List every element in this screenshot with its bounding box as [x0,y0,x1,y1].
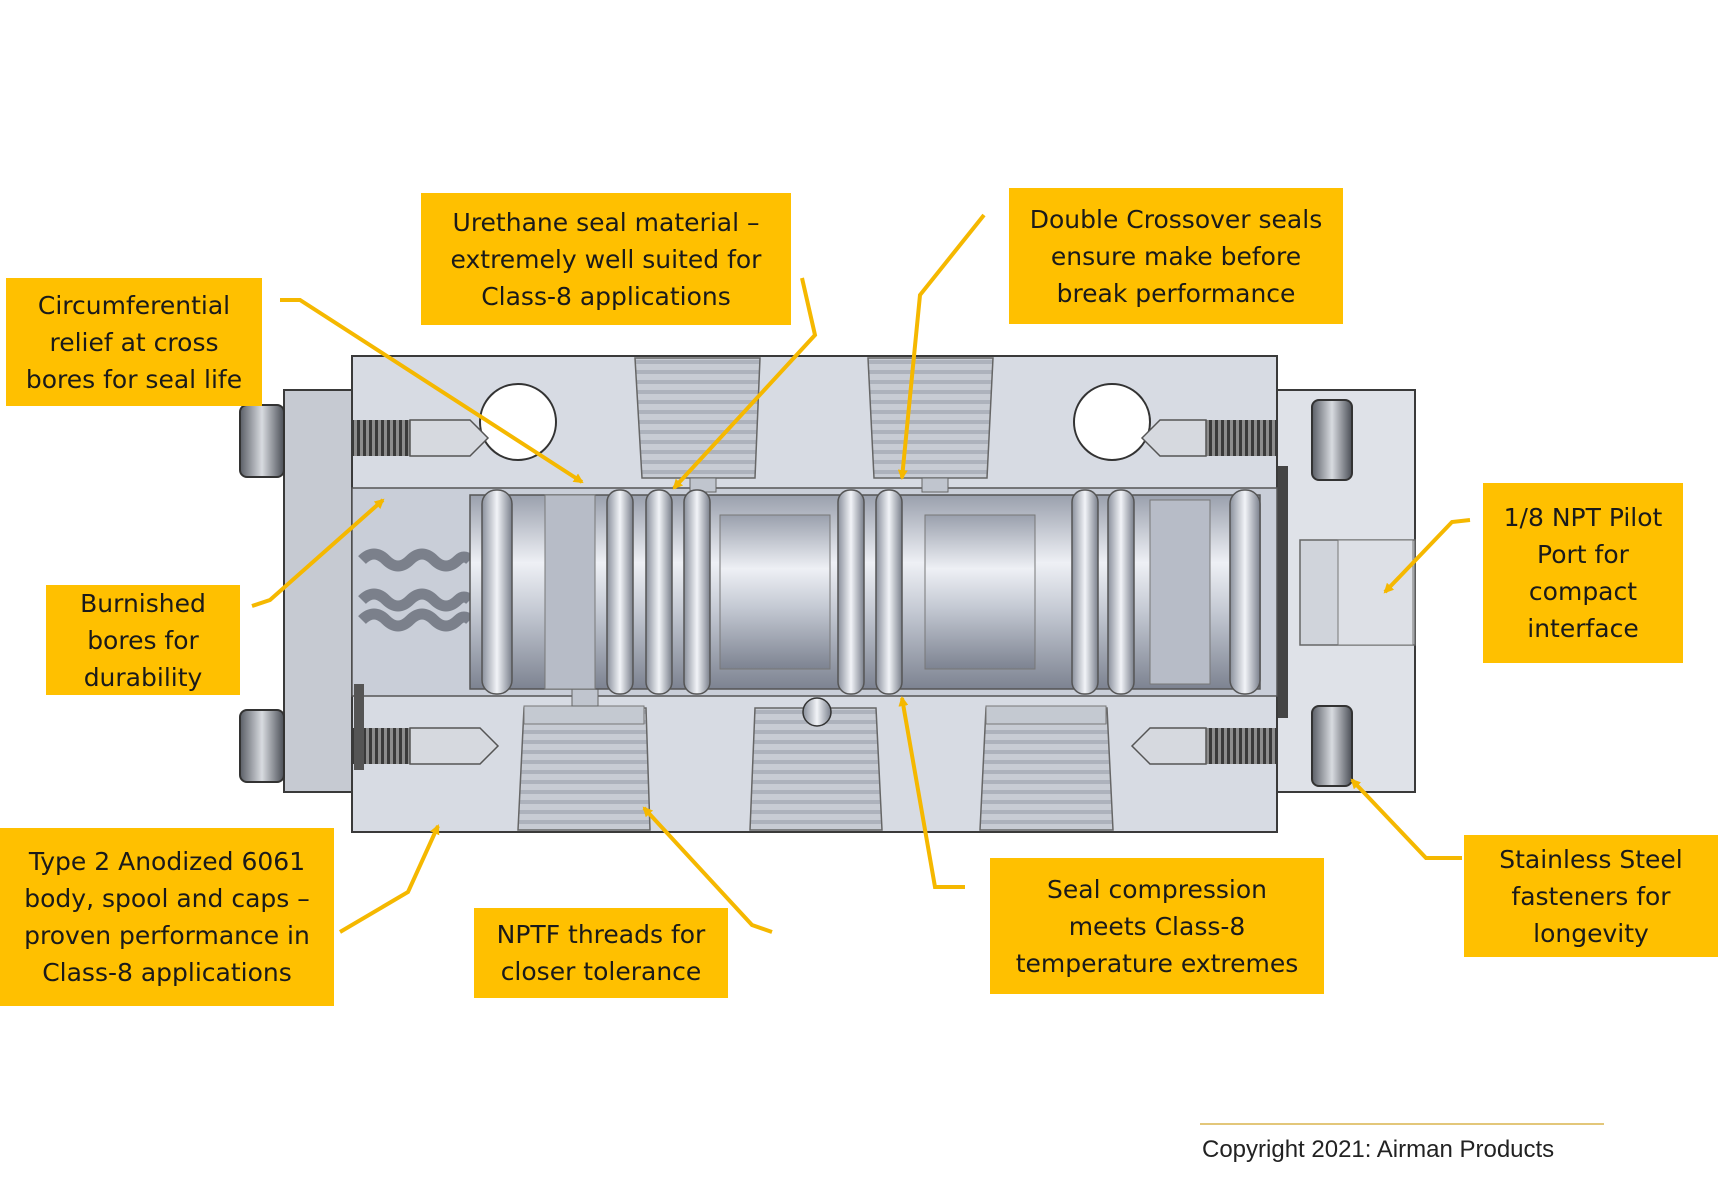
callout-line: Type 2 Anodized 6061 [28,847,306,876]
callout-line: relief at cross [49,327,219,357]
callout-line: Class-8 applications [481,281,731,311]
callout-line: body, spool and caps – [24,884,310,913]
callout-line: durability [83,662,203,692]
callout-line: bores for seal life [25,364,243,394]
callout-line: fasteners for [1511,881,1671,911]
callout-line: extremely well suited for [450,244,762,274]
callout-line: Seal compression [1047,874,1267,904]
callout-line: Urethane seal material – [452,207,760,237]
callout-line: longevity [1533,918,1649,948]
callout-line: 1/8 NPT Pilot [1503,503,1663,532]
spool [469,494,1261,690]
callout-type2-anodized: Type 2 Anodized 6061 body, spool and cap… [0,828,334,1006]
callout-line: interface [1527,614,1639,643]
callout-line: temperature extremes [1015,948,1299,978]
callout-line: Stainless Steel [1499,844,1683,874]
top-threaded-ports [634,357,994,493]
left-cap-bolt-heads [239,404,285,783]
callout-line: meets Class-8 [1068,911,1246,941]
left-end-cap [283,389,353,793]
callout-line: Double Crossover seals [1029,204,1323,234]
callout-seal-compression: Seal compression meets Class-8 temperatu… [990,858,1324,994]
callout-line: closer tolerance [500,957,702,986]
callout-urethane-seal: Urethane seal material – extremely well … [421,193,791,325]
check-ball [802,697,832,727]
return-spring [358,548,474,632]
callout-line: NPTF threads for [496,920,706,949]
seal-rings [481,489,1261,695]
callout-leader-lines [251,213,1471,934]
right-cap-bolt-heads [1311,399,1353,787]
callout-pilot-port: 1/8 NPT Pilot Port for compact interface [1483,483,1683,663]
callout-line: Circumferential [37,290,231,320]
callout-stainless-fasteners: Stainless Steel fasteners for longevity [1464,835,1718,957]
callout-double-crossover-seals: Double Crossover seals ensure make befor… [1009,188,1343,324]
callout-line: Burnished [80,588,206,618]
callout-circumferential-relief: Circumferential relief at cross bores fo… [6,278,262,406]
bottom-threaded-ports [517,683,1114,831]
copyright-notice: Copyright 2021: Airman Products [1202,1136,1555,1163]
callout-line: bores for [87,625,199,655]
callout-line: compact [1528,577,1638,606]
cross-bores [479,383,1151,461]
callout-line: break performance [1056,278,1296,308]
end-gasket [354,466,1288,770]
callout-burnished-bores: Burnished bores for durability [46,585,240,695]
callout-line: Port for [1537,540,1629,569]
callout-line: Class-8 applications [42,958,292,987]
callout-line: proven performance in [24,921,310,950]
callout-nptf-threads: NPTF threads for closer tolerance [474,908,728,998]
callout-line: ensure make before [1050,241,1302,271]
